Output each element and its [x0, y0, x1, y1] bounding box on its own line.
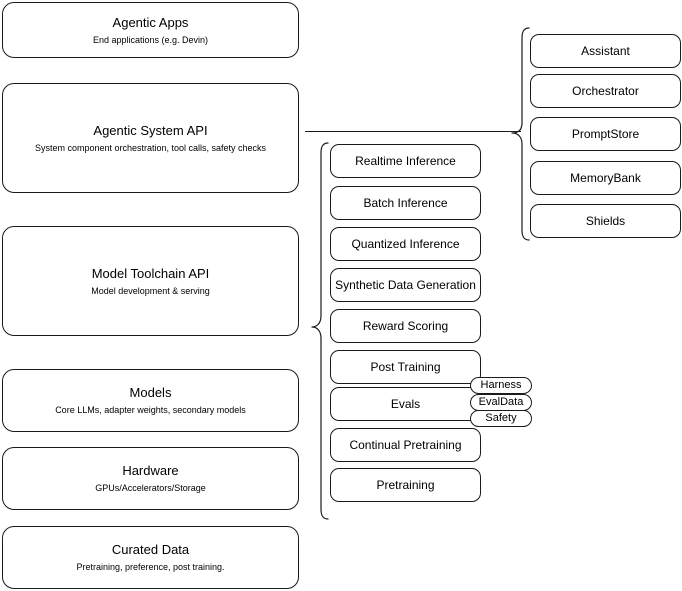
component-box-shields[interactable]: Shields	[530, 204, 681, 238]
capability-box-pretraining[interactable]: Pretraining	[330, 468, 481, 502]
layer-title: Hardware	[122, 463, 179, 478]
eval-badge-safety[interactable]: Safety	[470, 410, 532, 427]
capability-box-reward-scoring[interactable]: Reward Scoring	[330, 309, 481, 343]
layer-box-curated-data[interactable]: Curated Data Pretraining, preference, po…	[2, 526, 299, 589]
capability-label: Post Training	[370, 359, 441, 374]
layer-title: Model Toolchain API	[91, 265, 210, 281]
eval-badge-evaldata[interactable]: EvalData	[470, 394, 532, 411]
component-label: Orchestrator	[572, 83, 639, 98]
layer-subtitle: GPUs/Accelerators/Storage	[95, 483, 206, 493]
layer-subtitle: End applications (e.g. Devin)	[92, 34, 209, 45]
capability-label: Synthetic Data Generation	[335, 277, 476, 292]
brace-toolchain-capabilities	[311, 142, 329, 520]
capability-box-evals[interactable]: Evals	[330, 387, 481, 421]
capability-box-continual-pretraining[interactable]: Continual Pretraining	[330, 428, 481, 462]
brace-system-components	[511, 27, 530, 241]
layer-subtitle: System component orchestration, tool cal…	[34, 142, 267, 153]
component-label: MemoryBank	[570, 170, 641, 185]
layer-subtitle: Model development & serving	[91, 285, 210, 296]
layer-title: Agentic System API	[93, 122, 208, 138]
layer-box-models[interactable]: Models Core LLMs, adapter weights, secon…	[2, 369, 299, 432]
component-label: Shields	[585, 213, 626, 228]
component-box-memorybank[interactable]: MemoryBank	[530, 161, 681, 195]
capability-box-quantized-inference[interactable]: Quantized Inference	[330, 227, 481, 261]
capability-box-realtime-inference[interactable]: Realtime Inference	[330, 144, 481, 178]
capability-box-batch-inference[interactable]: Batch Inference	[330, 186, 481, 220]
capability-label: Reward Scoring	[362, 318, 449, 333]
capability-label: Quantized Inference	[351, 236, 460, 251]
capability-box-post-training[interactable]: Post Training	[330, 350, 481, 384]
component-box-assistant[interactable]: Assistant	[530, 34, 681, 68]
capability-label: Evals	[390, 396, 421, 411]
layer-box-agentic-apps[interactable]: Agentic Apps End applications (e.g. Devi…	[2, 2, 299, 58]
component-box-promptstore[interactable]: PromptStore	[530, 117, 681, 151]
layer-title: Models	[129, 385, 172, 400]
capability-label: Batch Inference	[363, 195, 448, 210]
capability-box-synthetic-data-generation[interactable]: Synthetic Data Generation	[330, 268, 481, 302]
component-box-orchestrator[interactable]: Orchestrator	[530, 74, 681, 108]
connector-line-system-api-to-components	[305, 131, 521, 132]
component-label: PromptStore	[571, 126, 640, 141]
capability-label: Realtime Inference	[355, 153, 456, 168]
layer-box-agentic-system-api[interactable]: Agentic System API System component orch…	[2, 83, 299, 193]
capability-label: Pretraining	[376, 477, 435, 492]
layer-subtitle: Core LLMs, adapter weights, secondary mo…	[55, 405, 246, 415]
layer-box-model-toolchain-api[interactable]: Model Toolchain API Model development & …	[2, 226, 299, 336]
eval-badge-harness[interactable]: Harness	[470, 377, 532, 394]
layer-subtitle: Pretraining, preference, post training.	[76, 562, 225, 572]
layer-title: Agentic Apps	[112, 14, 189, 30]
layer-box-hardware[interactable]: Hardware GPUs/Accelerators/Storage	[2, 447, 299, 510]
layer-title: Curated Data	[111, 542, 190, 557]
component-label: Assistant	[581, 43, 630, 58]
capability-label: Continual Pretraining	[349, 437, 462, 452]
